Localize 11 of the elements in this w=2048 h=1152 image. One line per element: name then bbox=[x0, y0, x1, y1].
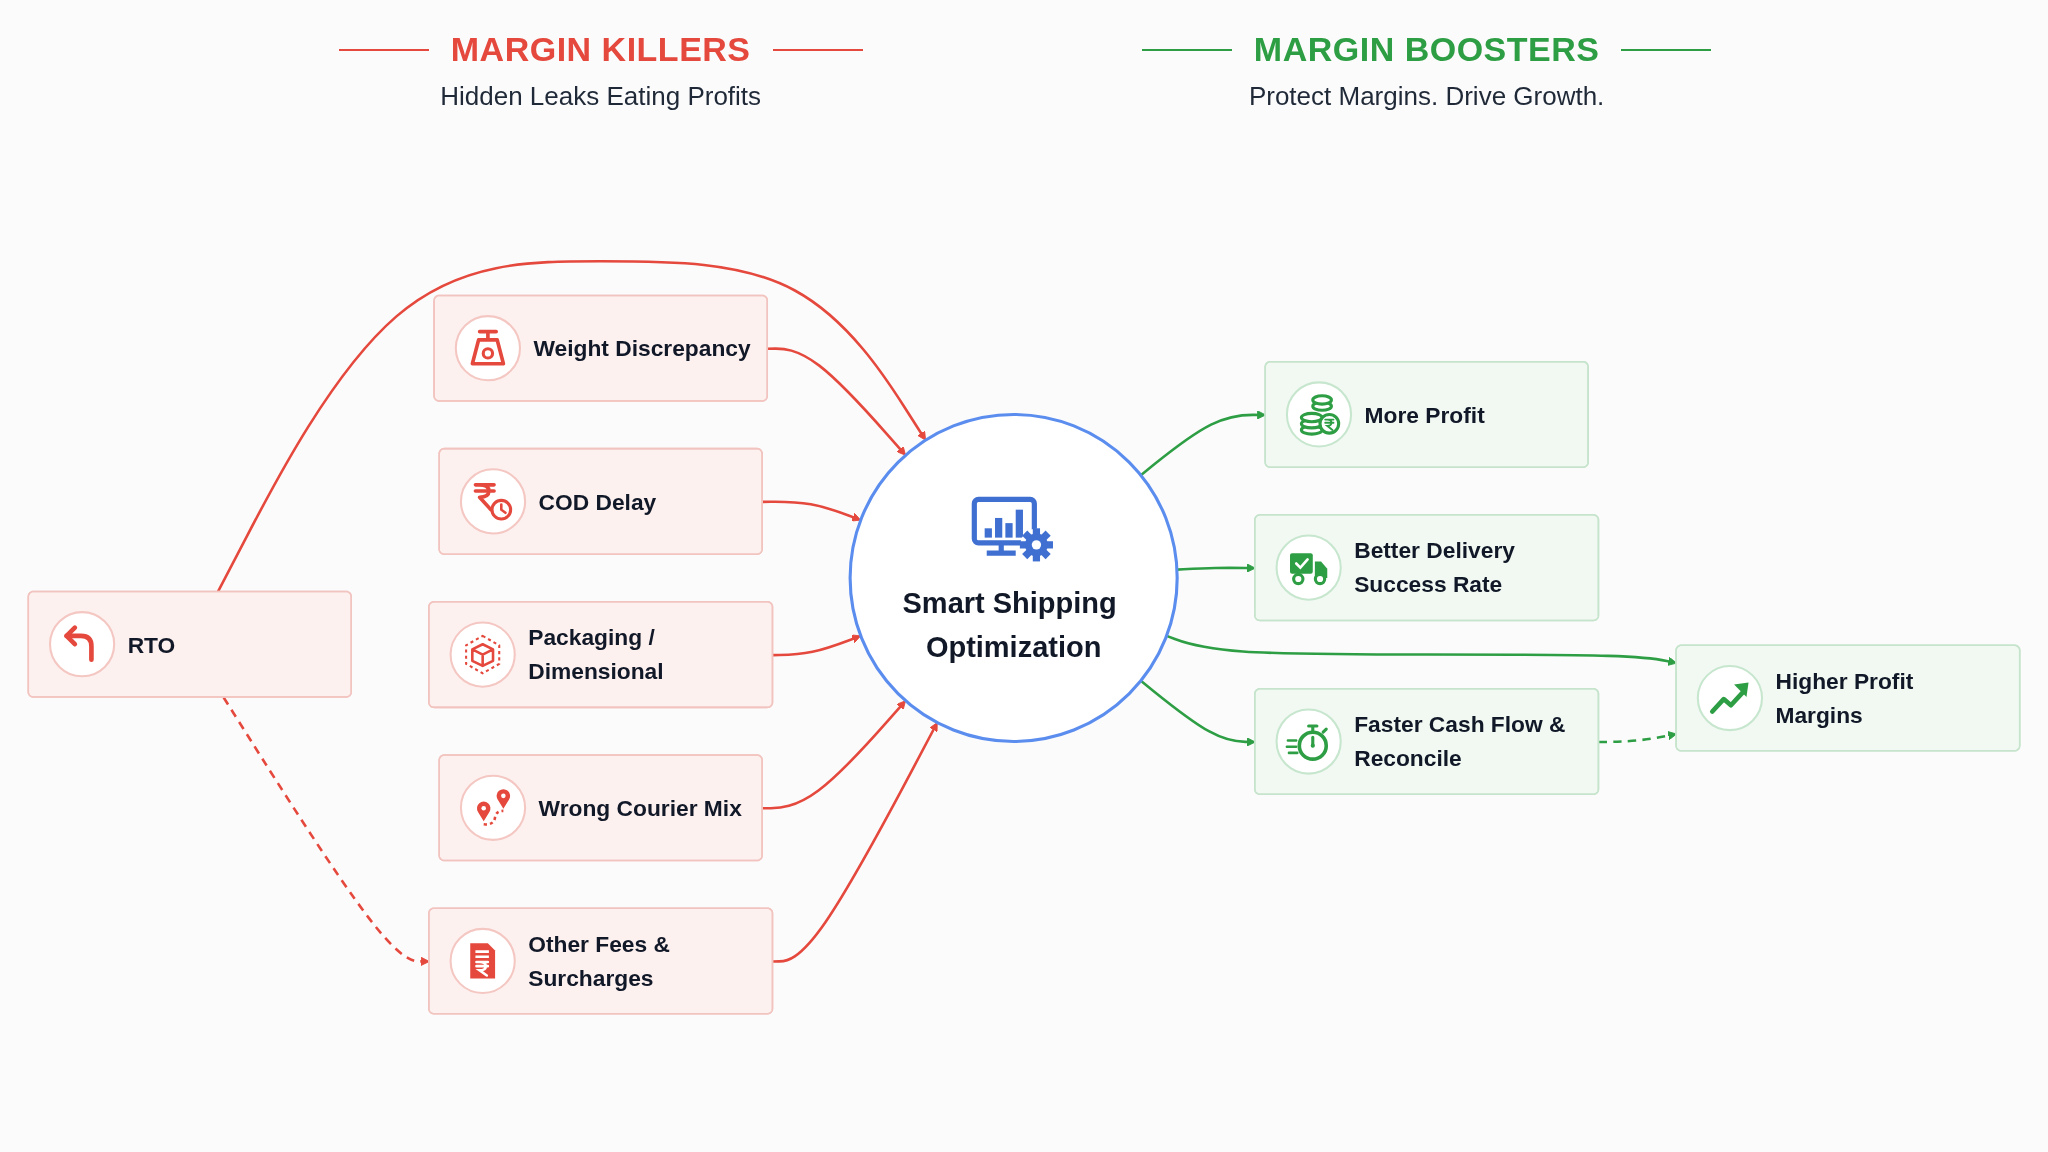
arrow bbox=[1598, 731, 1677, 744]
node-circle: Smart Shipping Optimization bbox=[848, 412, 1179, 744]
section-heading: MARGIN BOOSTERS bbox=[1253, 30, 1600, 69]
arrow bbox=[1166, 634, 1677, 666]
arrow bbox=[767, 347, 906, 456]
section-heading: MARGIN KILLERS bbox=[450, 30, 751, 69]
section-subtitle: Hidden Leaks Eating Profits bbox=[440, 81, 762, 112]
arrow bbox=[762, 700, 906, 810]
section-subtitle: Protect Margins. Drive Growth. bbox=[1248, 81, 1605, 112]
arrow bbox=[216, 259, 926, 593]
arrow bbox=[773, 722, 938, 963]
